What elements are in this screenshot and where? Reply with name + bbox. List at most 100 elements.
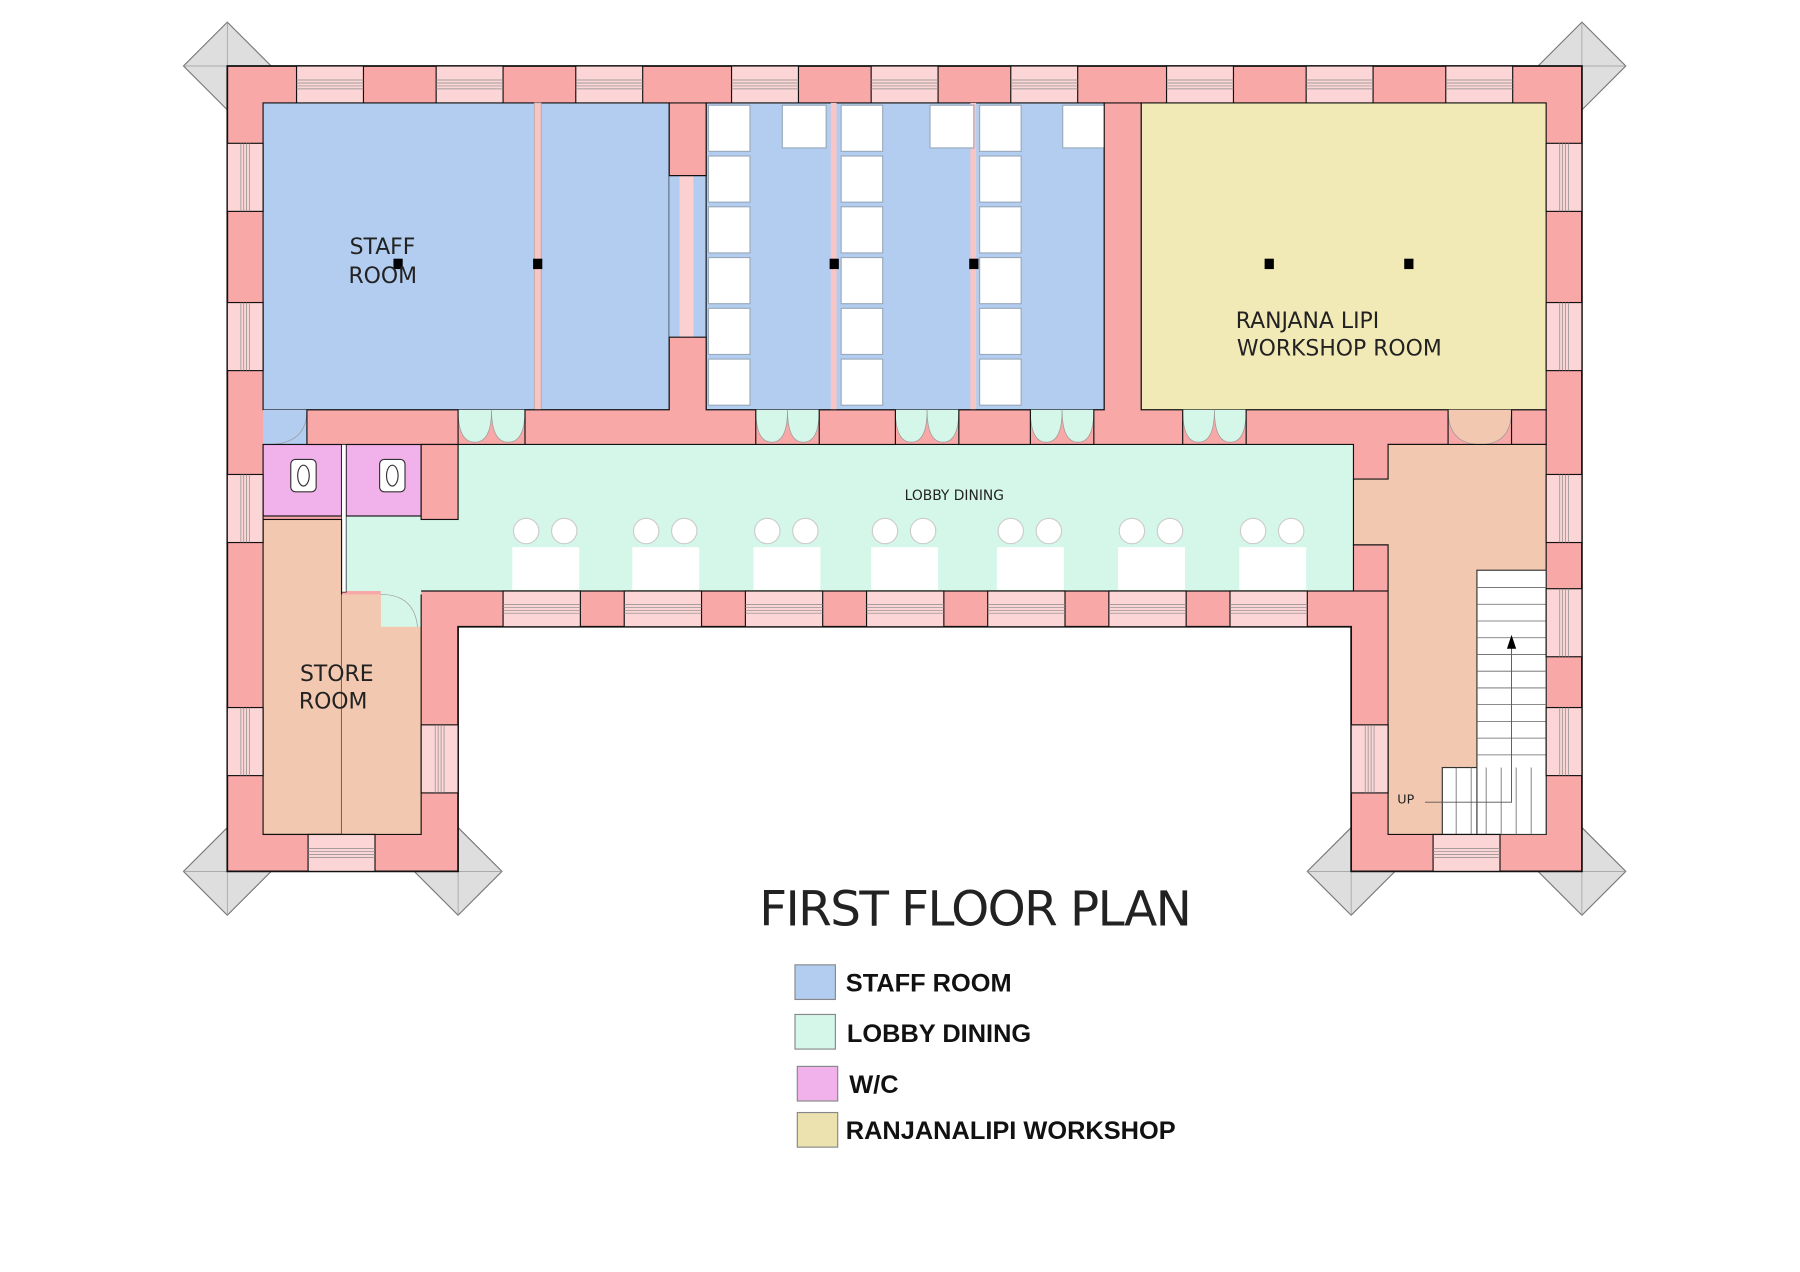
chair	[550, 517, 578, 545]
chair	[1035, 517, 1063, 545]
table	[1239, 547, 1307, 590]
desk	[707, 104, 751, 152]
arrow-up-icon	[1506, 634, 1517, 649]
window	[1305, 65, 1374, 104]
desk	[840, 307, 884, 356]
table	[996, 547, 1064, 590]
desk	[840, 155, 884, 203]
door-swing	[926, 409, 960, 443]
window	[1545, 706, 1583, 777]
table	[753, 547, 821, 590]
desk	[707, 155, 751, 203]
workshop-label: RANJANA LIPI	[1236, 309, 1379, 334]
desk	[840, 206, 884, 254]
store-room-label: ROOM	[299, 690, 368, 715]
wc-rooms	[262, 409, 459, 593]
table	[512, 547, 580, 590]
window	[1350, 724, 1389, 794]
stair-up-label: UP	[1397, 791, 1414, 806]
legend-swatch-workshop	[796, 1111, 839, 1148]
table	[871, 547, 939, 590]
window	[226, 706, 264, 777]
window	[502, 590, 581, 628]
desk	[840, 256, 884, 305]
desk	[707, 358, 751, 406]
chair	[997, 517, 1025, 545]
dining-table	[632, 517, 700, 590]
window	[226, 301, 264, 372]
internal-walls	[524, 102, 1547, 592]
dining-table	[753, 517, 821, 590]
window	[1545, 301, 1583, 372]
toilet-icon	[290, 458, 317, 493]
store-room-label: STORE	[300, 662, 374, 687]
window	[295, 65, 365, 104]
dining-table	[512, 517, 580, 590]
desk	[1062, 104, 1108, 149]
door-swing	[787, 409, 820, 443]
chair	[909, 517, 937, 545]
legend-label: LOBBY DINING	[847, 1020, 1031, 1048]
dining-table	[1239, 517, 1307, 590]
chair	[754, 517, 781, 545]
door-swing	[491, 409, 526, 443]
door-swing	[1182, 409, 1215, 443]
chair	[1239, 517, 1267, 545]
lobby-dining: LOBBY DINING	[267, 409, 1512, 630]
window	[744, 590, 824, 628]
window	[1108, 590, 1187, 628]
window	[1545, 588, 1583, 658]
stair-landing	[1441, 766, 1478, 836]
staff-room-label: ROOM	[348, 264, 417, 289]
dining-table	[1118, 517, 1185, 590]
doors	[267, 409, 1512, 630]
dining-table	[871, 517, 939, 590]
door-swing	[895, 409, 928, 443]
door-swing	[457, 409, 492, 443]
legend-label: STAFF ROOM	[846, 969, 1012, 997]
legend-label: W/C	[849, 1071, 898, 1099]
chair	[1277, 517, 1305, 545]
desk	[840, 104, 884, 152]
desk	[979, 256, 1022, 305]
door-swing	[380, 594, 419, 630]
dining-table	[996, 517, 1064, 590]
legend-swatch-wc	[796, 1065, 839, 1102]
window	[730, 65, 800, 104]
desk	[979, 206, 1022, 254]
table	[1118, 547, 1185, 590]
table	[632, 547, 700, 590]
classroom-desks	[707, 104, 1108, 406]
desk	[707, 307, 751, 356]
desk	[781, 104, 827, 149]
desk	[979, 104, 1022, 152]
workshop-label: WORKSHOP ROOM	[1237, 337, 1442, 362]
window	[987, 590, 1066, 628]
window	[575, 65, 644, 104]
desk	[979, 358, 1022, 406]
window	[1010, 65, 1079, 104]
window	[1432, 833, 1501, 872]
workshop-room: RANJANA LIPI WORKSHOP ROOM	[1140, 102, 1547, 411]
window	[435, 65, 504, 104]
window	[1545, 473, 1583, 544]
legend-swatch-lobby	[794, 1013, 836, 1050]
window	[1229, 590, 1308, 628]
staff-room: STAFF ROOM	[262, 102, 1108, 445]
door-swing	[1030, 409, 1063, 443]
store-room: STORE ROOM	[262, 518, 422, 836]
desk	[840, 358, 884, 406]
chair	[1156, 517, 1184, 545]
door-swing	[1214, 409, 1247, 443]
chair	[871, 517, 899, 545]
door-swing	[1061, 409, 1095, 443]
plan-title: FIRST FLOOR PLAN	[759, 882, 1192, 938]
stair-hall: UP	[1352, 443, 1547, 836]
staff-room-label: STAFF	[350, 235, 416, 260]
window	[226, 142, 264, 212]
chair	[632, 517, 660, 545]
window	[307, 833, 376, 872]
window	[1445, 65, 1514, 104]
toilet-icon	[379, 458, 406, 493]
